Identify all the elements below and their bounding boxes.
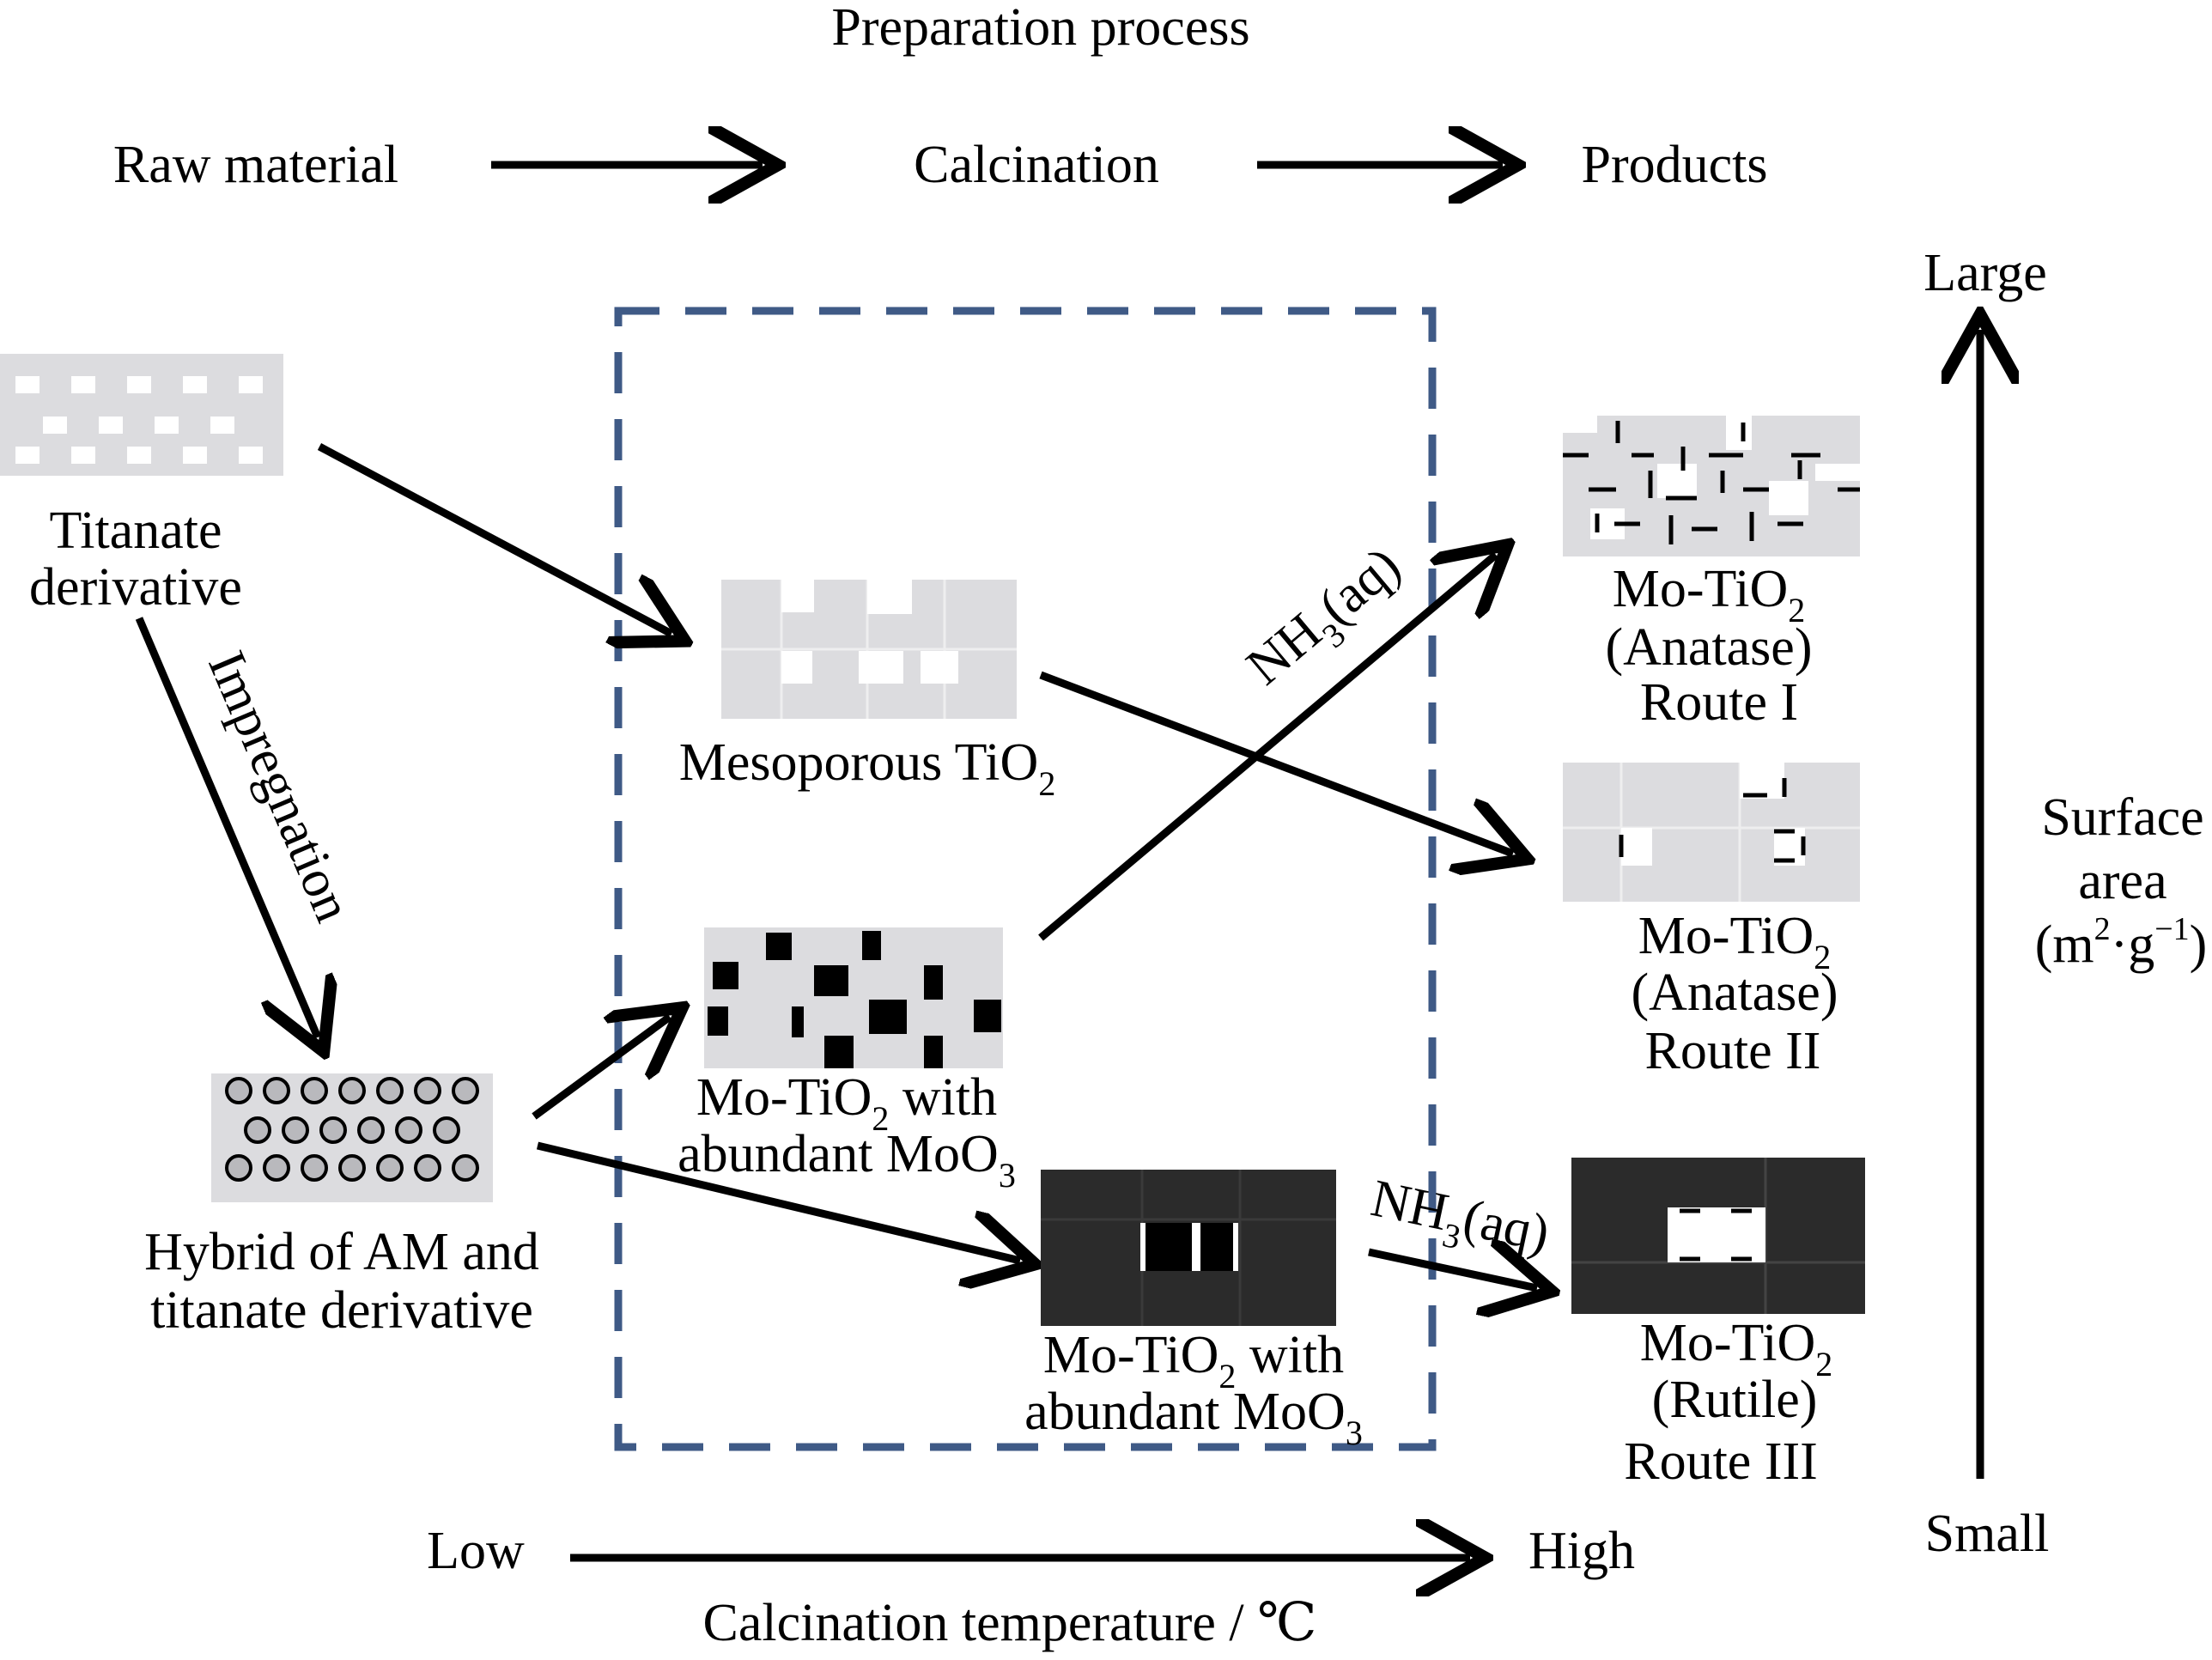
temp-axis-low: Low	[427, 1522, 525, 1580]
surface-axis-label-line3: (m2·g−1)	[2035, 911, 2208, 974]
temp-axis-label: Calcination temperature / ℃	[703, 1594, 1317, 1652]
arrow-impregnation	[135, 617, 318, 1037]
arrow-hybrid-to-motio2-a	[532, 1017, 670, 1120]
titanate-label-line2: derivative	[29, 558, 242, 617]
route3-label-line1: Mo-TiO2	[1640, 1314, 1832, 1383]
arrow-mesoporous-to-route2	[1039, 671, 1513, 854]
motio2-light-label-line2: abundant MoO3	[678, 1125, 1016, 1195]
stage-products: Products	[1582, 136, 1768, 194]
motio2-moo3-dark-icon	[1041, 1170, 1336, 1326]
titanate-derivative-icon	[0, 354, 283, 476]
route2-label-line2: (Anatase)	[1632, 964, 1838, 1022]
motio2-light-label-line1: Mo-TiO2 with	[696, 1068, 997, 1138]
motio2-dark-label-line1: Mo-TiO2 with	[1043, 1326, 1344, 1395]
motio2-moo3-light-icon	[704, 927, 1003, 1068]
surface-axis-small: Small	[1925, 1505, 2050, 1563]
stage-raw-material: Raw material	[113, 136, 398, 194]
nh3-label-route1: NH3(aq)	[1236, 536, 1418, 705]
route2-label-line3: Route II	[1645, 1022, 1821, 1080]
motio2-dark-label-line2: abundant MoO3	[1024, 1383, 1363, 1452]
calcination-dashed-box	[614, 307, 1437, 1451]
mesoporous-label: Mesoporous TiO2	[679, 733, 1056, 803]
route1-label-line3: Route I	[1640, 673, 1798, 732]
diagram-title: Preparation process	[831, 0, 1249, 57]
route1-label-line2: (Anatase)	[1606, 618, 1813, 677]
route2-label-line1: Mo-TiO2	[1638, 907, 1831, 976]
arrow-titanate-to-mesoporous	[317, 443, 672, 634]
surface-axis-label-line2: area	[2078, 852, 2166, 910]
surface-axis-label-line1: Surface	[2041, 788, 2203, 847]
arrow-hybrid-to-motio2-b	[536, 1141, 1020, 1261]
stage-calcination: Calcination	[914, 136, 1159, 194]
route3-product-icon	[1571, 1158, 1865, 1314]
arrow-motio2-to-route1	[1038, 555, 1496, 941]
surface-axis-large: Large	[1923, 244, 2046, 302]
temp-axis-high: High	[1528, 1522, 1635, 1580]
route2-product-icon	[1563, 763, 1860, 902]
route3-label-line3: Route III	[1624, 1432, 1818, 1491]
hybrid-icon	[211, 1073, 493, 1202]
hybrid-label-line2: titanate derivative	[150, 1281, 533, 1340]
route3-label-line2: (Rutile)	[1652, 1371, 1818, 1429]
hybrid-label-line1: Hybrid of AM and	[144, 1223, 539, 1281]
mesoporous-tio2-icon	[721, 580, 1017, 719]
route1-label-line1: Mo-TiO2	[1613, 560, 1805, 629]
impregnation-label: Impregnation	[197, 643, 362, 930]
arrow-motio2-to-route3	[1368, 1252, 1537, 1288]
route1-product-icon	[1563, 416, 1860, 556]
titanate-label-line1: Titanate	[50, 502, 222, 560]
